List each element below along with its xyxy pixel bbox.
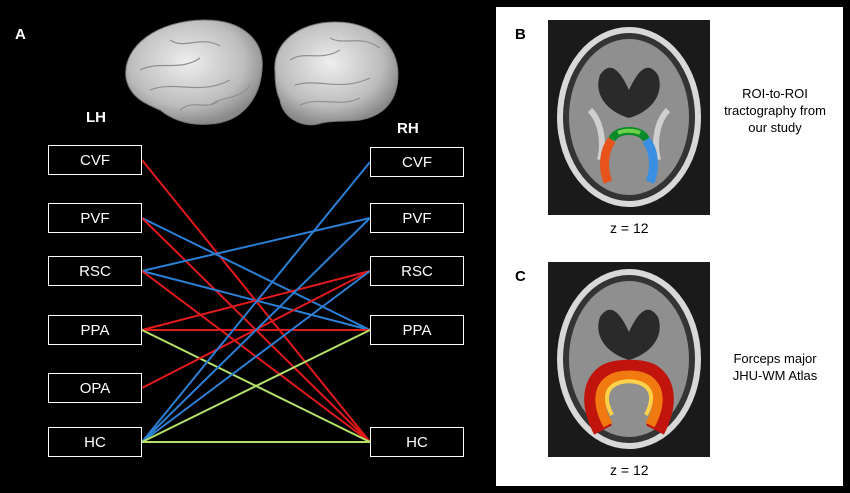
panels-bc-background	[496, 7, 843, 486]
lh-roi-box: RSC	[48, 256, 142, 286]
caption-line: our study	[748, 120, 802, 135]
panel-b-caption: ROI-to-ROI tractography from our study	[712, 85, 838, 136]
lh-roi-box: PVF	[48, 203, 142, 233]
lh-roi-box: PPA	[48, 315, 142, 345]
panel-c-caption: Forceps major JHU-WM Atlas	[712, 350, 838, 384]
panel-c-letter: C	[515, 268, 526, 285]
rh-roi-box: RSC	[370, 256, 464, 286]
lh-roi-box: HC	[48, 427, 142, 457]
panel-b-z-label: z = 12	[610, 220, 649, 236]
panel-a-letter: A	[15, 26, 26, 43]
connection-line	[141, 217, 371, 331]
connection-line	[141, 329, 371, 443]
connection-line	[141, 217, 371, 272]
connection-line	[141, 161, 371, 443]
lh-roi-box: OPA	[48, 373, 142, 403]
connection-line	[141, 270, 371, 443]
caption-line: ROI-to-ROI	[742, 86, 808, 101]
caption-line: Forceps major	[733, 351, 817, 366]
rh-roi-box: CVF	[370, 147, 464, 177]
rh-roi-box: HC	[370, 427, 464, 457]
connection-line	[141, 217, 371, 443]
lh-label: LH	[86, 109, 106, 126]
caption-line: tractography from	[724, 103, 826, 118]
rh-roi-box: PPA	[370, 315, 464, 345]
lh-roi-box: CVF	[48, 145, 142, 175]
panel-b-letter: B	[515, 26, 526, 43]
panel-c-z-label: z = 12	[610, 462, 649, 478]
caption-line: JHU-WM Atlas	[732, 368, 818, 383]
rh-roi-box: PVF	[370, 203, 464, 233]
rh-label: RH	[397, 120, 419, 137]
